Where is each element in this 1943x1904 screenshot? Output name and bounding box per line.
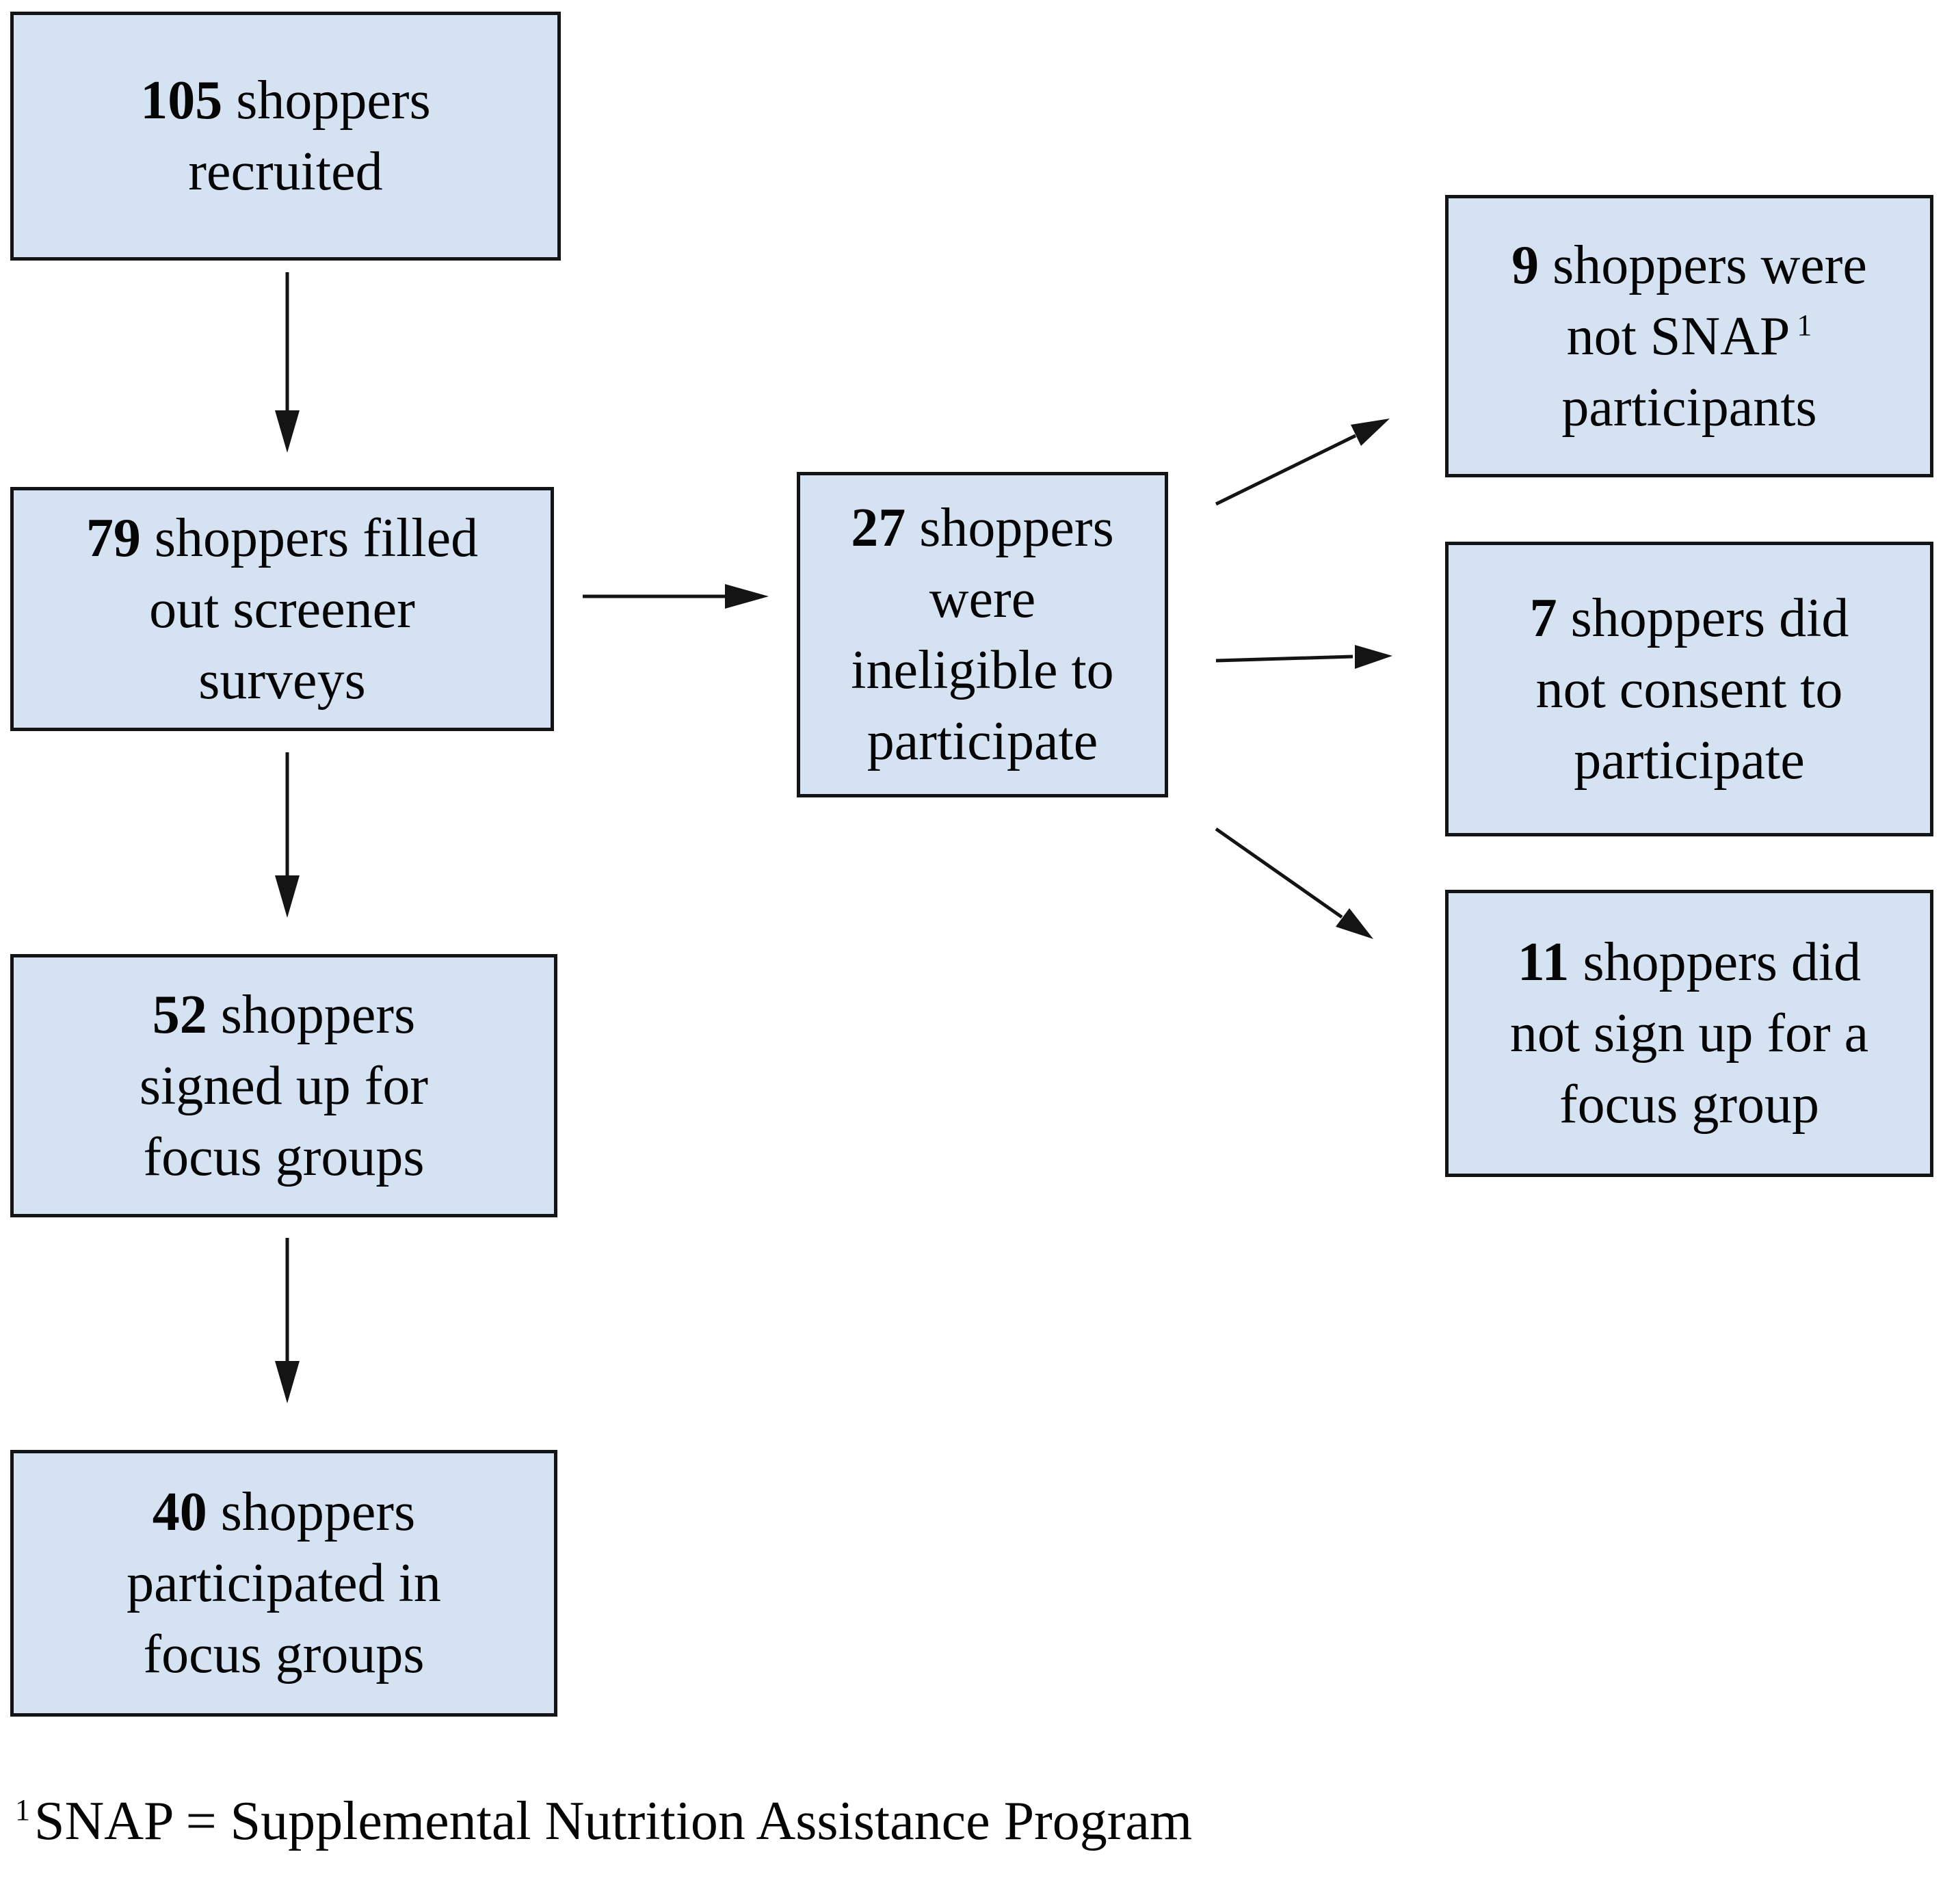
node-nosignup-label: shoppers did not sign up for a focus gro… <box>1509 932 1869 1135</box>
node-ineligible-number: 27 <box>851 498 906 558</box>
node-recruited: 105 shoppers recruited <box>10 12 561 261</box>
node-signedup: 52 shoppers signed up for focus groups <box>10 954 557 1217</box>
node-recruited-label: shoppers recruited <box>188 70 431 202</box>
node-screener-text: 79 shoppers filled out screener surveys <box>86 503 478 716</box>
footnote: 1SNAP = Supplemental Nutrition Assistanc… <box>15 1788 1192 1854</box>
node-signedup-number: 52 <box>152 984 207 1045</box>
footnote-text: SNAP = Supplemental Nutrition Assistance… <box>34 1791 1193 1851</box>
arrow-screener-to-signedup <box>275 752 300 918</box>
snap-footnote-marker: 1 <box>1797 308 1812 342</box>
node-participated-label: shoppers participated in focus groups <box>127 1482 441 1684</box>
arrow-screener-to-ineligible <box>583 584 769 609</box>
node-noconsent-text: 7 shoppers did not consent to participat… <box>1530 583 1849 796</box>
node-screener: 79 shoppers filled out screener surveys <box>10 487 554 731</box>
node-participated: 40 shoppers participated in focus groups <box>10 1450 557 1717</box>
arrow-ineligible-to-noconsent <box>1215 645 1392 669</box>
node-signedup-label: shoppers signed up for focus groups <box>139 984 429 1187</box>
arrow-signedup-to-participated <box>275 1238 300 1403</box>
footnote-marker: 1 <box>15 1793 30 1827</box>
node-recruited-number: 105 <box>140 70 223 131</box>
node-recruited-text: 105 shoppers recruited <box>140 65 430 207</box>
node-participated-number: 40 <box>152 1482 207 1542</box>
node-screener-number: 79 <box>85 507 141 568</box>
node-nosignup-number: 11 <box>1517 932 1570 992</box>
arrow-ineligible-to-nosignup <box>1215 827 1373 939</box>
arrow-ineligible-to-notsnap <box>1215 419 1390 506</box>
node-noconsent-number: 7 <box>1529 587 1557 648</box>
node-notsnap-label-pre: shoppers were not SNAP <box>1552 235 1867 367</box>
node-ineligible-text: 27 shoppers were ineligible to participa… <box>851 492 1113 777</box>
node-ineligible: 27 shoppers were ineligible to participa… <box>797 472 1168 797</box>
node-signedup-text: 52 shoppers signed up for focus groups <box>140 979 428 1193</box>
node-screener-label: shoppers filled out screener surveys <box>149 507 479 711</box>
node-ineligible-label: shoppers were ineligible to participate <box>851 498 1114 771</box>
node-nosignup-text: 11 shoppers did not sign up for a focus … <box>1510 927 1868 1140</box>
arrow-recruited-to-screener <box>275 272 300 453</box>
node-noconsent-label: shoppers did not consent to participate <box>1535 587 1849 791</box>
node-nosignup: 11 shoppers did not sign up for a focus … <box>1445 890 1933 1177</box>
node-noconsent: 7 shoppers did not consent to participat… <box>1445 542 1933 836</box>
node-participated-text: 40 shoppers participated in focus groups <box>127 1477 441 1690</box>
node-notsnap-number: 9 <box>1511 235 1539 295</box>
node-notsnap-label-post: participants <box>1561 377 1817 438</box>
